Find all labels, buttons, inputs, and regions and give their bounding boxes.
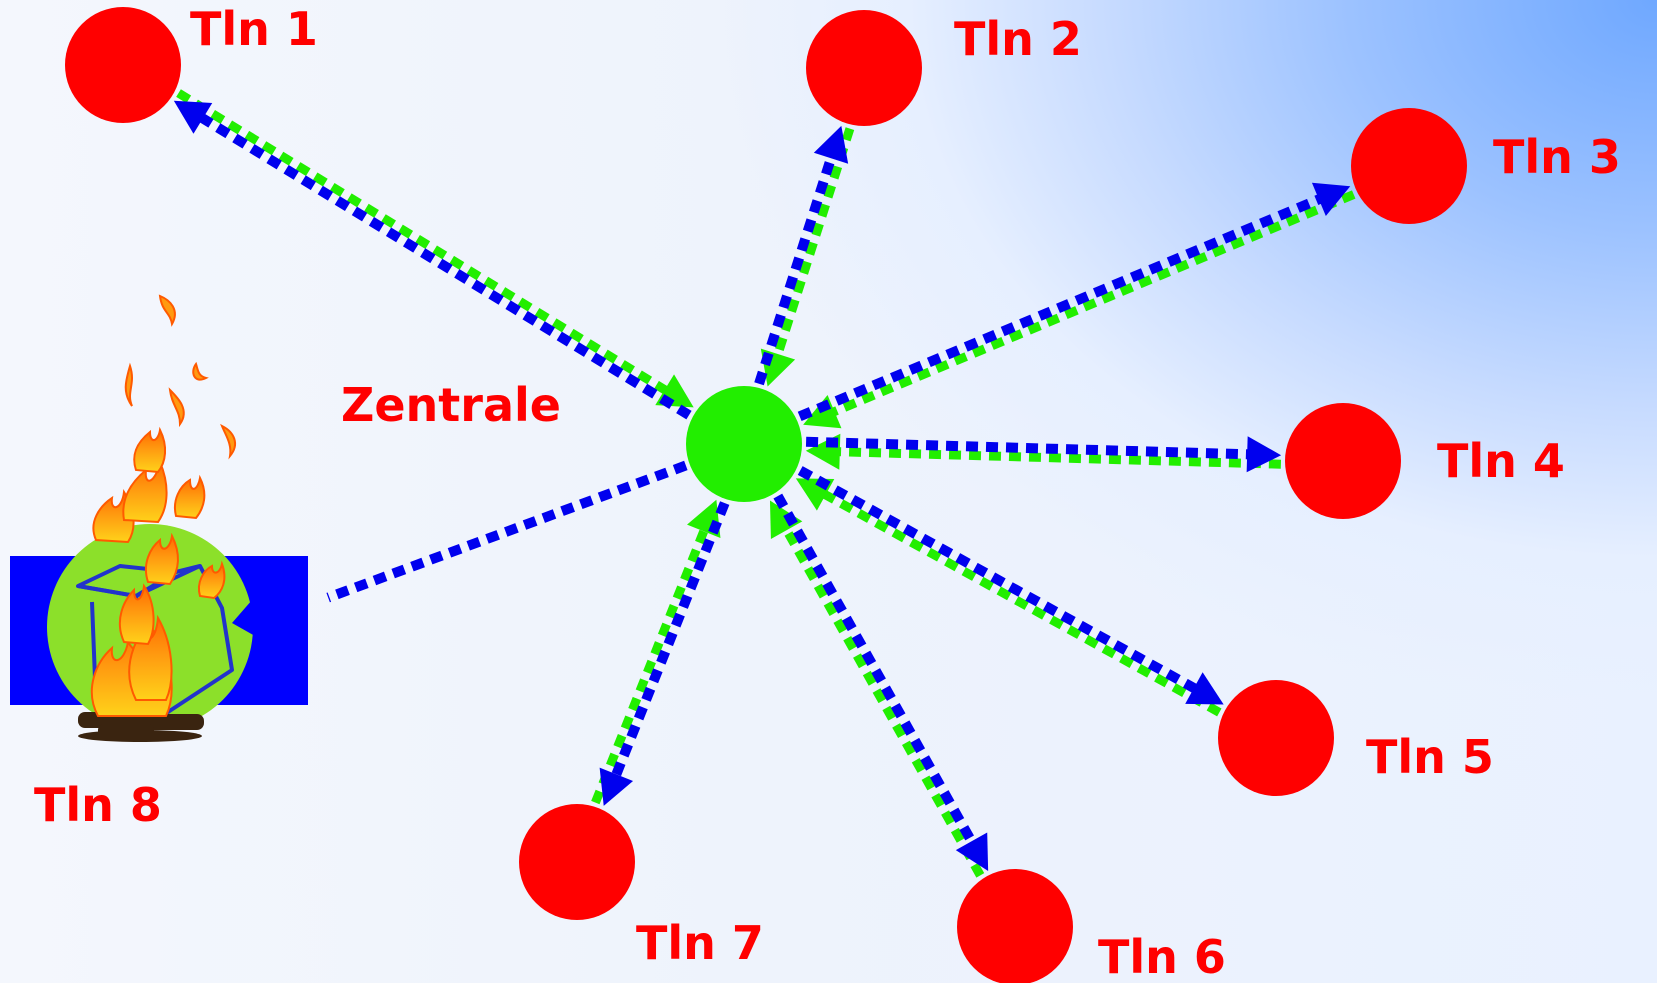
outgoing-link-tln-7 [610,501,730,780]
label-tln-6: Tln 6 [1098,930,1226,983]
outgoing-link-tln-2 [754,152,837,386]
label-tln-3: Tln 3 [1493,130,1621,184]
participant-nodes [65,7,1467,983]
label-tln-4: Tln 4 [1437,434,1565,488]
incoming-link-tln-3 [829,190,1356,418]
outgoing-arrowhead-tln-1 [173,100,213,134]
outgoing-arrowhead-tln-5 [1185,672,1224,705]
outgoing-link-tln-8 [326,460,688,603]
node-tln-2 [806,10,922,126]
incoming-link-tln-5 [819,488,1222,717]
label-tln-7: Tln 7 [636,916,764,970]
incoming-link-tln-4 [835,447,1282,469]
node-tln-3 [1351,108,1467,224]
outgoing-arrowhead-tln-7 [599,767,634,806]
label-tln-5: Tln 5 [1366,730,1494,784]
outgoing-link-tln-3 [797,193,1325,422]
outgoing-arrowhead-tln-2 [813,125,849,164]
outgoing-arrowhead-tln-3 [1311,182,1351,216]
node-tln-4 [1285,403,1401,519]
incoming-link-tln-7 [591,525,710,805]
outgoing-arrowhead-tln-6 [955,832,989,871]
label-tln-2: Tln 2 [954,12,1082,66]
outgoing-arrowhead-tln-4 [1246,436,1282,473]
label-zentrale: Zentrale [341,378,561,432]
node-tln-1 [65,7,181,123]
connection-links [173,89,1356,878]
incoming-link-tln-2 [772,127,855,360]
burning-house-icon [10,294,308,742]
label-tln-8: Tln 8 [34,778,162,832]
node-tln-6 [957,869,1073,983]
outgoing-link-tln-6 [773,493,978,848]
outgoing-link-tln-5 [797,466,1200,695]
incoming-link-tln-6 [780,524,985,878]
outgoing-link-tln-4 [805,436,1252,460]
incoming-link-tln-1 [176,89,671,396]
outgoing-link-tln-1 [196,112,692,420]
node-tln-7 [519,804,635,920]
node-tln-5 [1218,680,1334,796]
label-tln-1: Tln 1 [190,2,318,56]
node-zentrale [686,386,802,502]
